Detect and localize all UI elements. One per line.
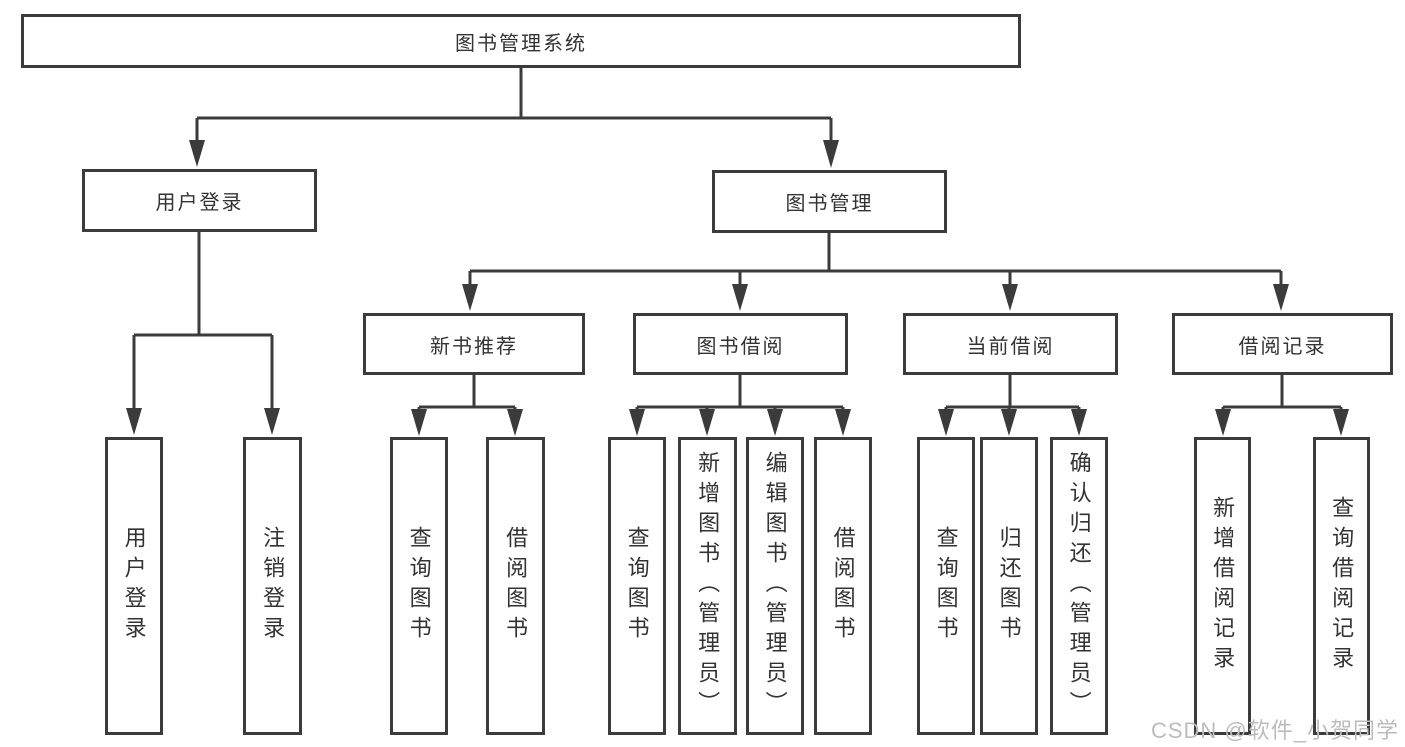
node-borrow-records: 借阅记录 (1172, 313, 1393, 375)
leaf-edit-book-admin: 编辑图书（管理员） (746, 437, 804, 735)
connector-book-borrow-children (635, 375, 845, 410)
leaf-add-book-admin: 新增图书（管理员） (678, 437, 737, 735)
connector-new-book-recommend-children (417, 375, 517, 410)
leaf-query-borrow-record: 查询借阅记录 (1313, 437, 1370, 735)
connector-user-login-children (132, 232, 274, 409)
leaf-add-borrow-record: 新增借阅记录 (1194, 437, 1251, 735)
node-root-system: 图书管理系统 (21, 14, 1021, 68)
connector-root-to-level2 (195, 68, 833, 142)
leaf-query-books-recommend: 查询图书 (390, 437, 448, 735)
arrowheads-level2 (189, 140, 839, 168)
csdn-watermark: CSDN @软件_小贺同学 (1150, 718, 1399, 743)
leaf-query-books-current: 查询图书 (917, 437, 975, 735)
connector-borrow-records-children (1221, 375, 1343, 410)
connector-book-management-to-level3 (468, 233, 1283, 285)
leaf-borrow-books-recommend: 借阅图书 (486, 437, 545, 735)
arrowheads-level3 (462, 284, 1289, 311)
node-book-management: 图书管理 (712, 170, 947, 233)
arrowheads-borrow-records-children (1215, 409, 1349, 436)
arrowheads-new-book-recommend-children (411, 409, 523, 436)
leaf-logout: 注销登录 (243, 437, 302, 735)
arrowheads-book-borrow-children (629, 409, 851, 436)
node-new-book-recommend: 新书推荐 (363, 313, 585, 375)
leaf-user-login: 用户登录 (105, 437, 163, 735)
leaf-borrow-books-borrow: 借阅图书 (814, 437, 872, 735)
arrowheads-user-login-children (126, 408, 280, 435)
node-current-borrow: 当前借阅 (903, 313, 1118, 375)
leaf-query-books-borrow: 查询图书 (608, 437, 666, 735)
node-book-borrow: 图书借阅 (633, 313, 848, 375)
node-user-login: 用户登录 (82, 169, 317, 232)
leaf-confirm-return-admin: 确认归还（管理员） (1050, 437, 1108, 735)
leaf-return-book: 归还图书 (980, 437, 1038, 735)
connector-current-borrow-children (944, 375, 1081, 410)
arrowheads-current-borrow-children (938, 409, 1087, 436)
